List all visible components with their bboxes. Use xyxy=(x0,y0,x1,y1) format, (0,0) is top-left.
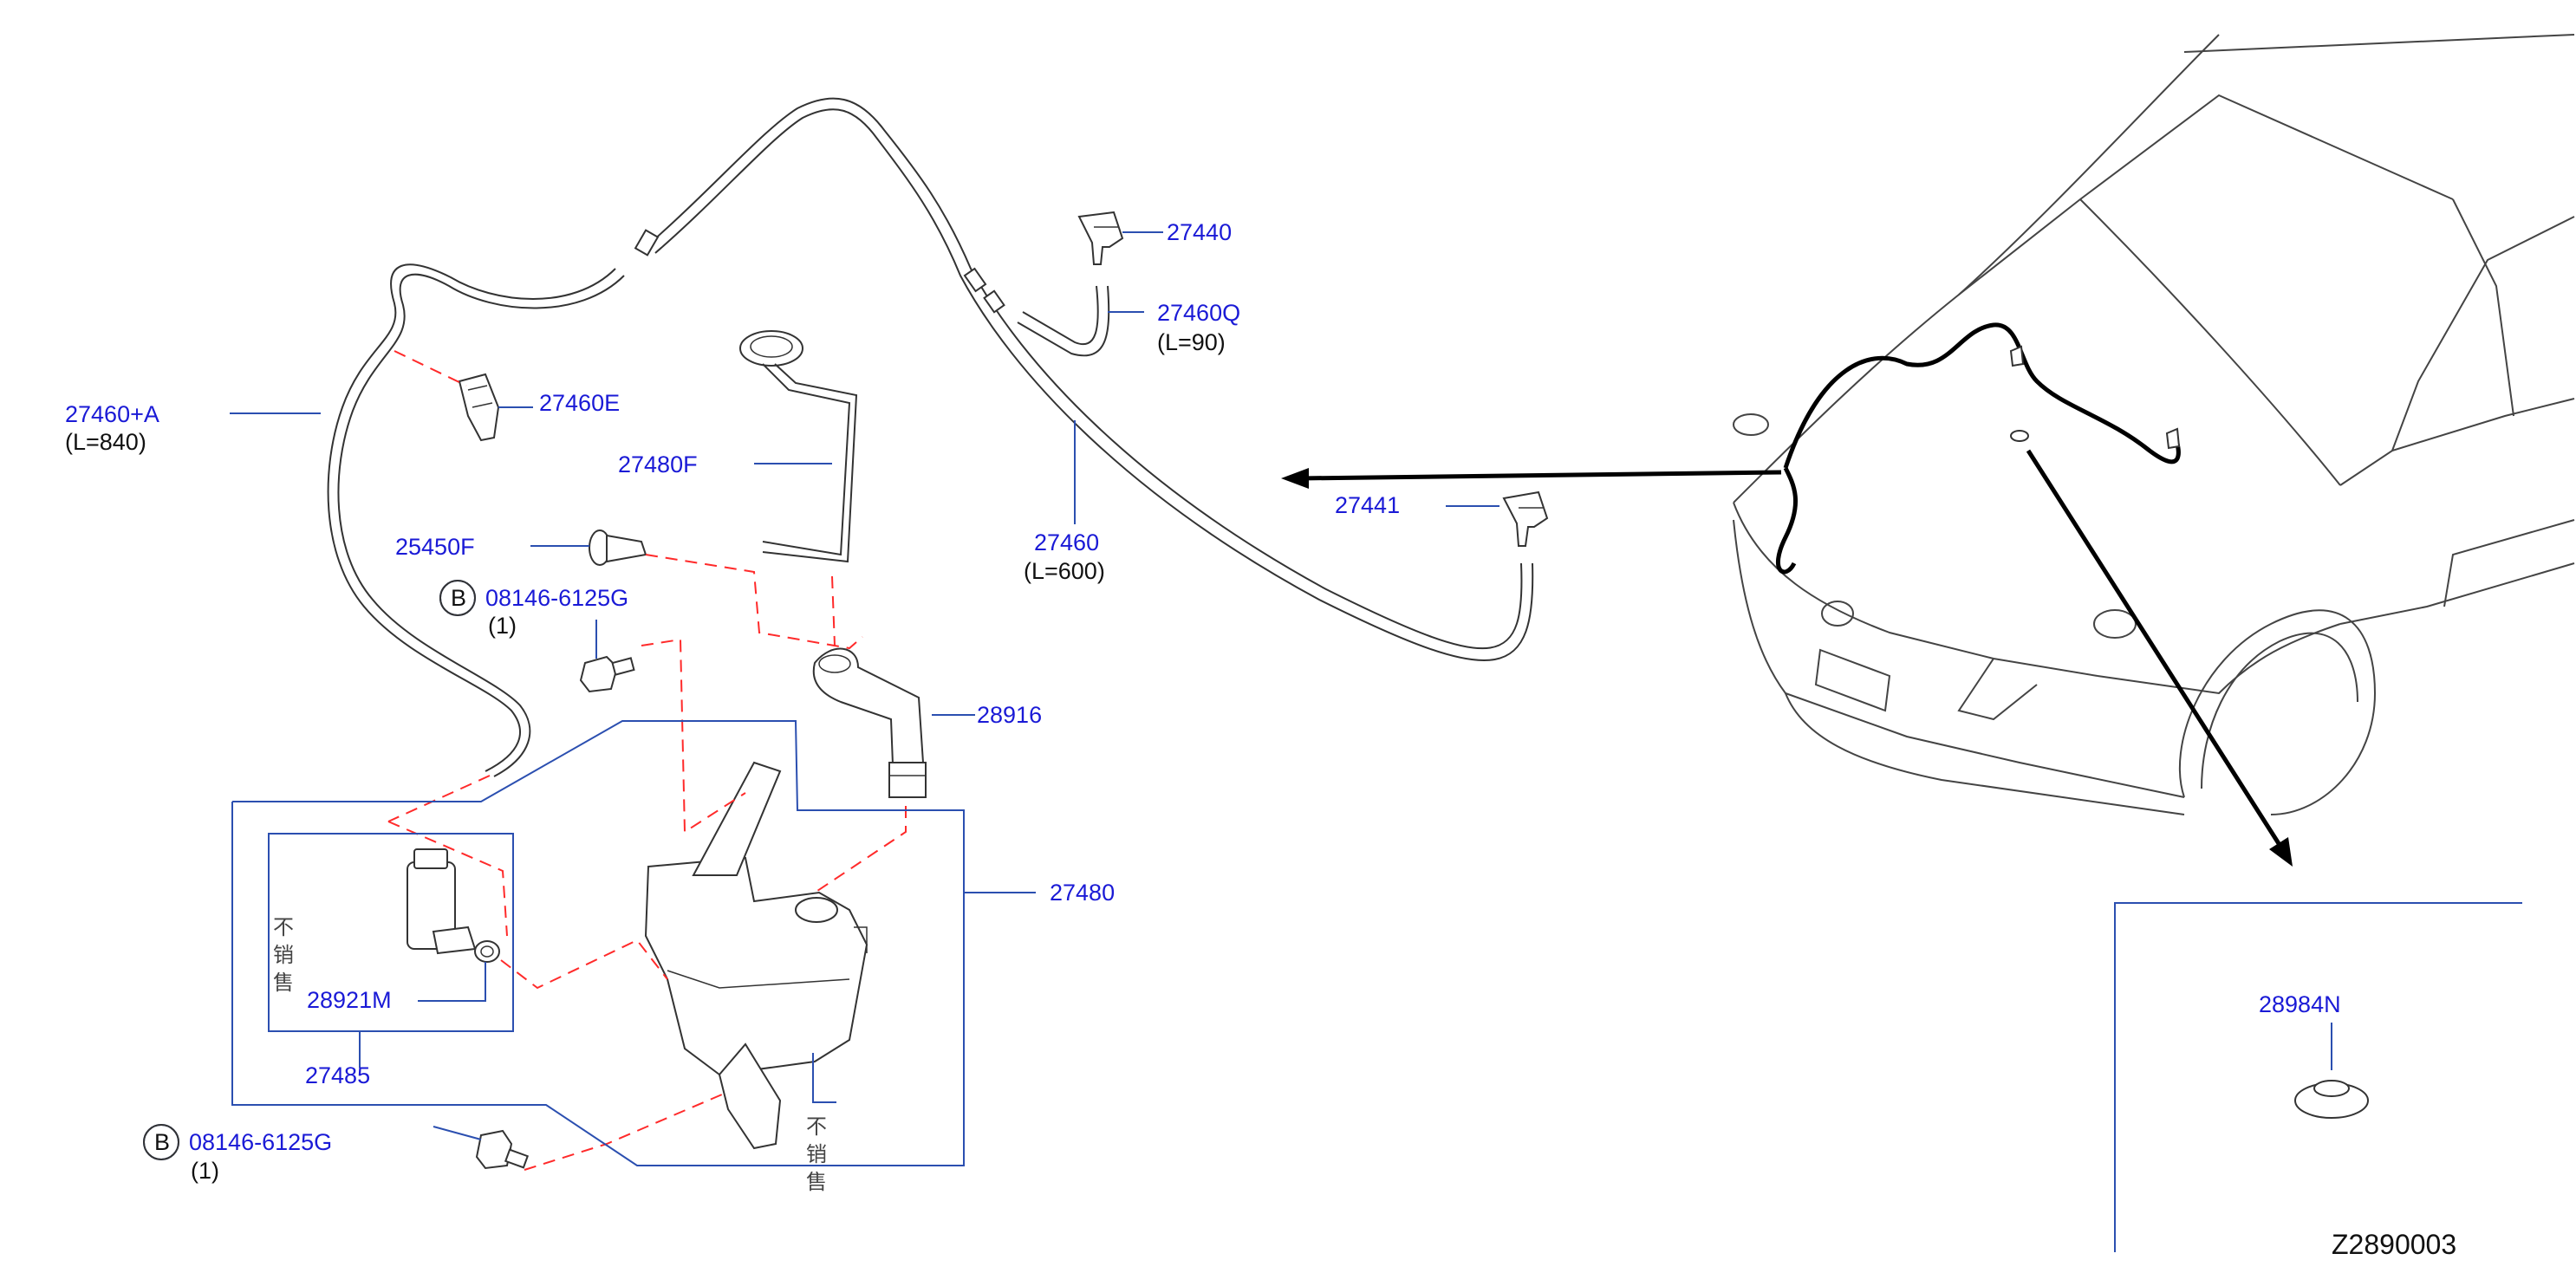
dashed-reference-lines xyxy=(387,350,907,1171)
washer-pump-28921m xyxy=(407,848,500,963)
label-27485: 27485 xyxy=(305,1062,370,1088)
label-27480f: 27480F xyxy=(618,451,698,477)
diagram-code: Z2890003 xyxy=(2332,1229,2456,1260)
clip-27460e xyxy=(458,373,500,442)
hose-27460-a-top-section xyxy=(645,97,1534,661)
vehicle-illustration xyxy=(1733,34,2575,815)
label-27460a: 27460+A xyxy=(65,401,159,427)
nozzle-27441 xyxy=(1502,490,1549,547)
label-bolt-bottom-quantity: (1) xyxy=(191,1158,219,1184)
label-27480: 27480 xyxy=(1050,880,1115,906)
label-27460q: 27460Q xyxy=(1157,300,1240,326)
label-28921m: 28921M xyxy=(307,987,392,1013)
label-27440: 27440 xyxy=(1167,219,1232,245)
label-25450f: 25450F xyxy=(395,534,475,560)
not-for-sale-tank-char-1: 不 xyxy=(806,1114,827,1139)
hose-27460q xyxy=(1017,285,1110,357)
filler-neck-28916 xyxy=(812,647,927,798)
nozzle-27440 xyxy=(1077,211,1124,265)
not-for-sale-pump-char-3: 售 xyxy=(273,971,294,995)
washer-tank-27480 xyxy=(644,761,868,1150)
not-for-sale-pump-char-2: 销 xyxy=(273,943,294,967)
label-27460e: 27460E xyxy=(539,390,620,416)
not-for-sale-tank-char-3: 售 xyxy=(806,1170,827,1194)
not-for-sale-pump-char-1: 不 xyxy=(273,915,294,939)
bolt-top xyxy=(579,655,635,693)
bolt-bottom xyxy=(475,1129,530,1170)
filler-cap-27480f xyxy=(739,330,858,563)
label-27460: 27460 xyxy=(1034,529,1099,555)
label-27460q-length: (L=90) xyxy=(1157,329,1226,355)
arrow-to-grommet xyxy=(2026,449,2293,867)
bolt-top-marker: B xyxy=(451,585,466,611)
not-for-sale-tank-char-2: 销 xyxy=(806,1142,827,1166)
label-27460a-length: (L=840) xyxy=(65,429,146,455)
bolt-bottom-marker: B xyxy=(154,1129,170,1155)
label-28916: 28916 xyxy=(977,702,1042,728)
clip-25450f xyxy=(589,529,647,566)
label-bolt-top-part-number: 08146-6125G xyxy=(485,585,628,611)
hose-connector-top xyxy=(634,229,1005,314)
label-28984n: 28984N xyxy=(2259,991,2341,1017)
label-27460-length: (L=600) xyxy=(1024,558,1105,584)
grommet-28984n xyxy=(2294,1080,2369,1119)
hose-27460-a xyxy=(327,263,625,777)
arrow-to-nozzle xyxy=(1281,468,1782,489)
label-27441: 27441 xyxy=(1335,492,1400,518)
label-bolt-top-quantity: (1) xyxy=(488,613,517,639)
leader-lines xyxy=(230,231,2522,1252)
label-bolt-bottom-part-number: 08146-6125G xyxy=(189,1129,332,1155)
